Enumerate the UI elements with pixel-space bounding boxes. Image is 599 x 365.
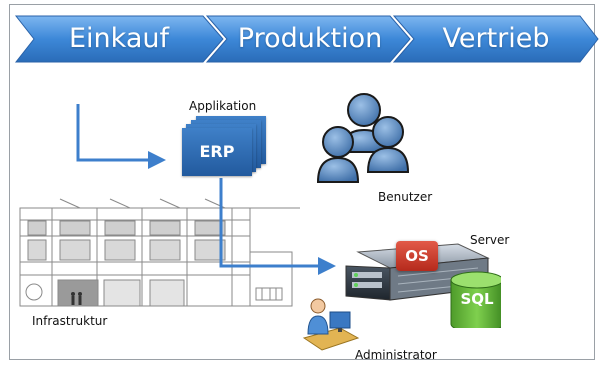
arrow-to-server [219,178,320,268]
database-cylinder-icon [450,271,501,328]
users-label: Benutzer [378,190,433,204]
users-group-icon [316,93,410,183]
process-chevrons [14,15,599,63]
os-badge: OS [396,241,438,271]
chevron-step-1 [14,15,224,63]
erp-document-stack: ERP [182,116,272,180]
arrow-to-erp [76,104,150,162]
arrow-to-erp-head [148,151,166,169]
process-step-3: Vertrieb [442,23,550,54]
database-label: SQL [460,290,494,308]
chevron-step-2 [205,15,411,63]
administrator-label: Administrator [355,348,437,362]
infrastructure-label: Infrastruktur [32,314,108,328]
erp-label: ERP [199,142,235,161]
server-label: Server [470,233,510,247]
chevron-step-3 [392,15,599,63]
arrow-to-server-head [318,257,336,275]
process-step-1: Einkauf [69,23,169,54]
application-title: Applikation [189,99,257,113]
administrator-icon [302,298,360,351]
process-step-2: Produktion [237,23,383,54]
erp-page-front [182,128,252,176]
